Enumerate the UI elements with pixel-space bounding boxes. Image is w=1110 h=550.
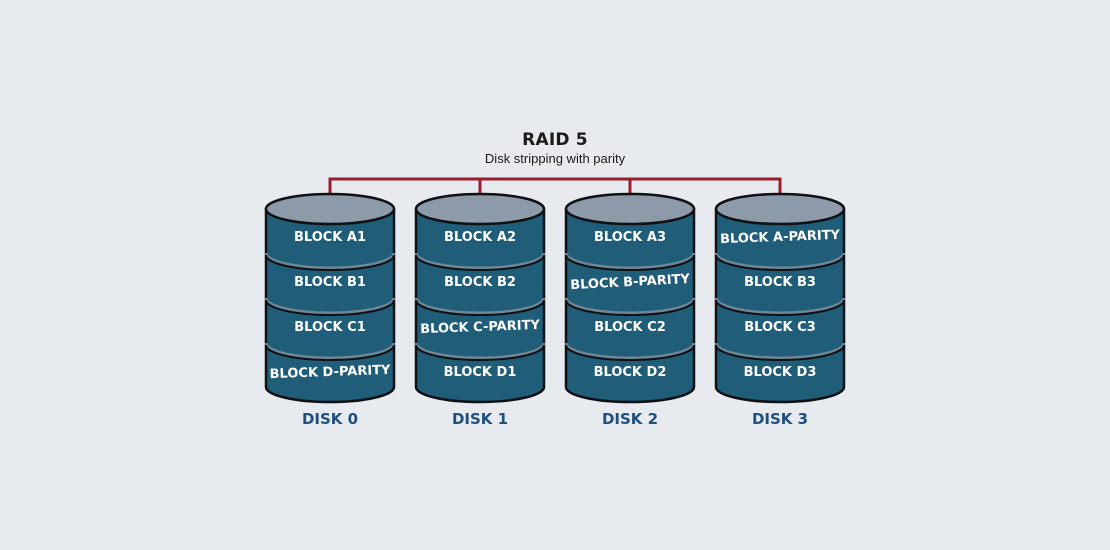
block-label: BLOCK A2 [444, 230, 516, 245]
block-label: BLOCK C-PARITY [420, 318, 541, 337]
platter-separator [565, 254, 695, 271]
connector-bus [328, 177, 782, 211]
platter-gap [414, 297, 546, 315]
block-label: BLOCK C2 [594, 320, 666, 335]
platter-separator [415, 254, 545, 271]
platter-separator [565, 344, 695, 361]
platter-gap [264, 342, 396, 360]
platter-gap [714, 252, 846, 270]
disk-label: DISK 0 [302, 410, 358, 428]
disk-body [564, 207, 696, 404]
disk-label: DISK 2 [602, 410, 658, 428]
platter-gap [564, 342, 696, 360]
platter-gap [564, 252, 696, 270]
platter-gap [564, 297, 696, 315]
disk-label: DISK 3 [752, 410, 808, 428]
disk-0: BLOCK A1 BLOCK B1 BLOCK C1 BLOCK D-PARITY DI… [264, 192, 396, 428]
block-label: BLOCK A-PARITY [720, 228, 841, 247]
block-label: BLOCK D3 [744, 365, 817, 380]
block-label: BLOCK D2 [594, 365, 667, 380]
disk-top [414, 192, 546, 226]
platter-separator [265, 344, 395, 361]
platter-separator [715, 254, 845, 271]
diagram-title: RAID 5 [522, 130, 588, 150]
block-label: BLOCK C1 [294, 320, 366, 335]
platter-separator [415, 344, 545, 361]
platter-gap [414, 252, 546, 270]
platter-separator [565, 299, 695, 316]
disk-3: BLOCK A-PARITY BLOCK B3 BLOCK C3 BLOCK D3 DI… [714, 192, 846, 428]
disk-body [714, 207, 846, 404]
platter-separator [715, 344, 845, 361]
platter-separator [715, 299, 845, 316]
platter-gap [714, 297, 846, 315]
disk-1: BLOCK A2 BLOCK B2 BLOCK C-PARITY BLOCK D1 DI… [414, 192, 546, 428]
platter-separator [265, 299, 395, 316]
diagram-subtitle: Disk stripping with parity [484, 151, 626, 166]
platter-separator [265, 254, 395, 271]
block-label: BLOCK A1 [294, 230, 366, 245]
disk-2: BLOCK A3 BLOCK B-PARITY BLOCK C2 BLOCK D2 DI… [564, 192, 696, 428]
platter-gap [264, 297, 396, 315]
block-label: BLOCK B2 [444, 275, 516, 290]
block-label: BLOCK B1 [294, 275, 366, 290]
platter-separator [415, 299, 545, 316]
block-label: BLOCK A3 [594, 230, 666, 245]
disk-top [264, 192, 396, 226]
platter-gap [414, 342, 546, 360]
disk-label: DISK 1 [452, 410, 508, 428]
disk-top [564, 192, 696, 226]
block-label: BLOCK D1 [444, 365, 517, 380]
disk-body [414, 207, 546, 404]
block-label: BLOCK B-PARITY [570, 272, 691, 293]
platter-gap [714, 342, 846, 360]
disk-body [264, 207, 396, 404]
disk-top [714, 192, 846, 226]
block-label: BLOCK D-PARITY [269, 363, 391, 382]
platter-gap [264, 252, 396, 270]
block-label: BLOCK C3 [744, 320, 816, 335]
block-label: BLOCK B3 [744, 275, 816, 290]
